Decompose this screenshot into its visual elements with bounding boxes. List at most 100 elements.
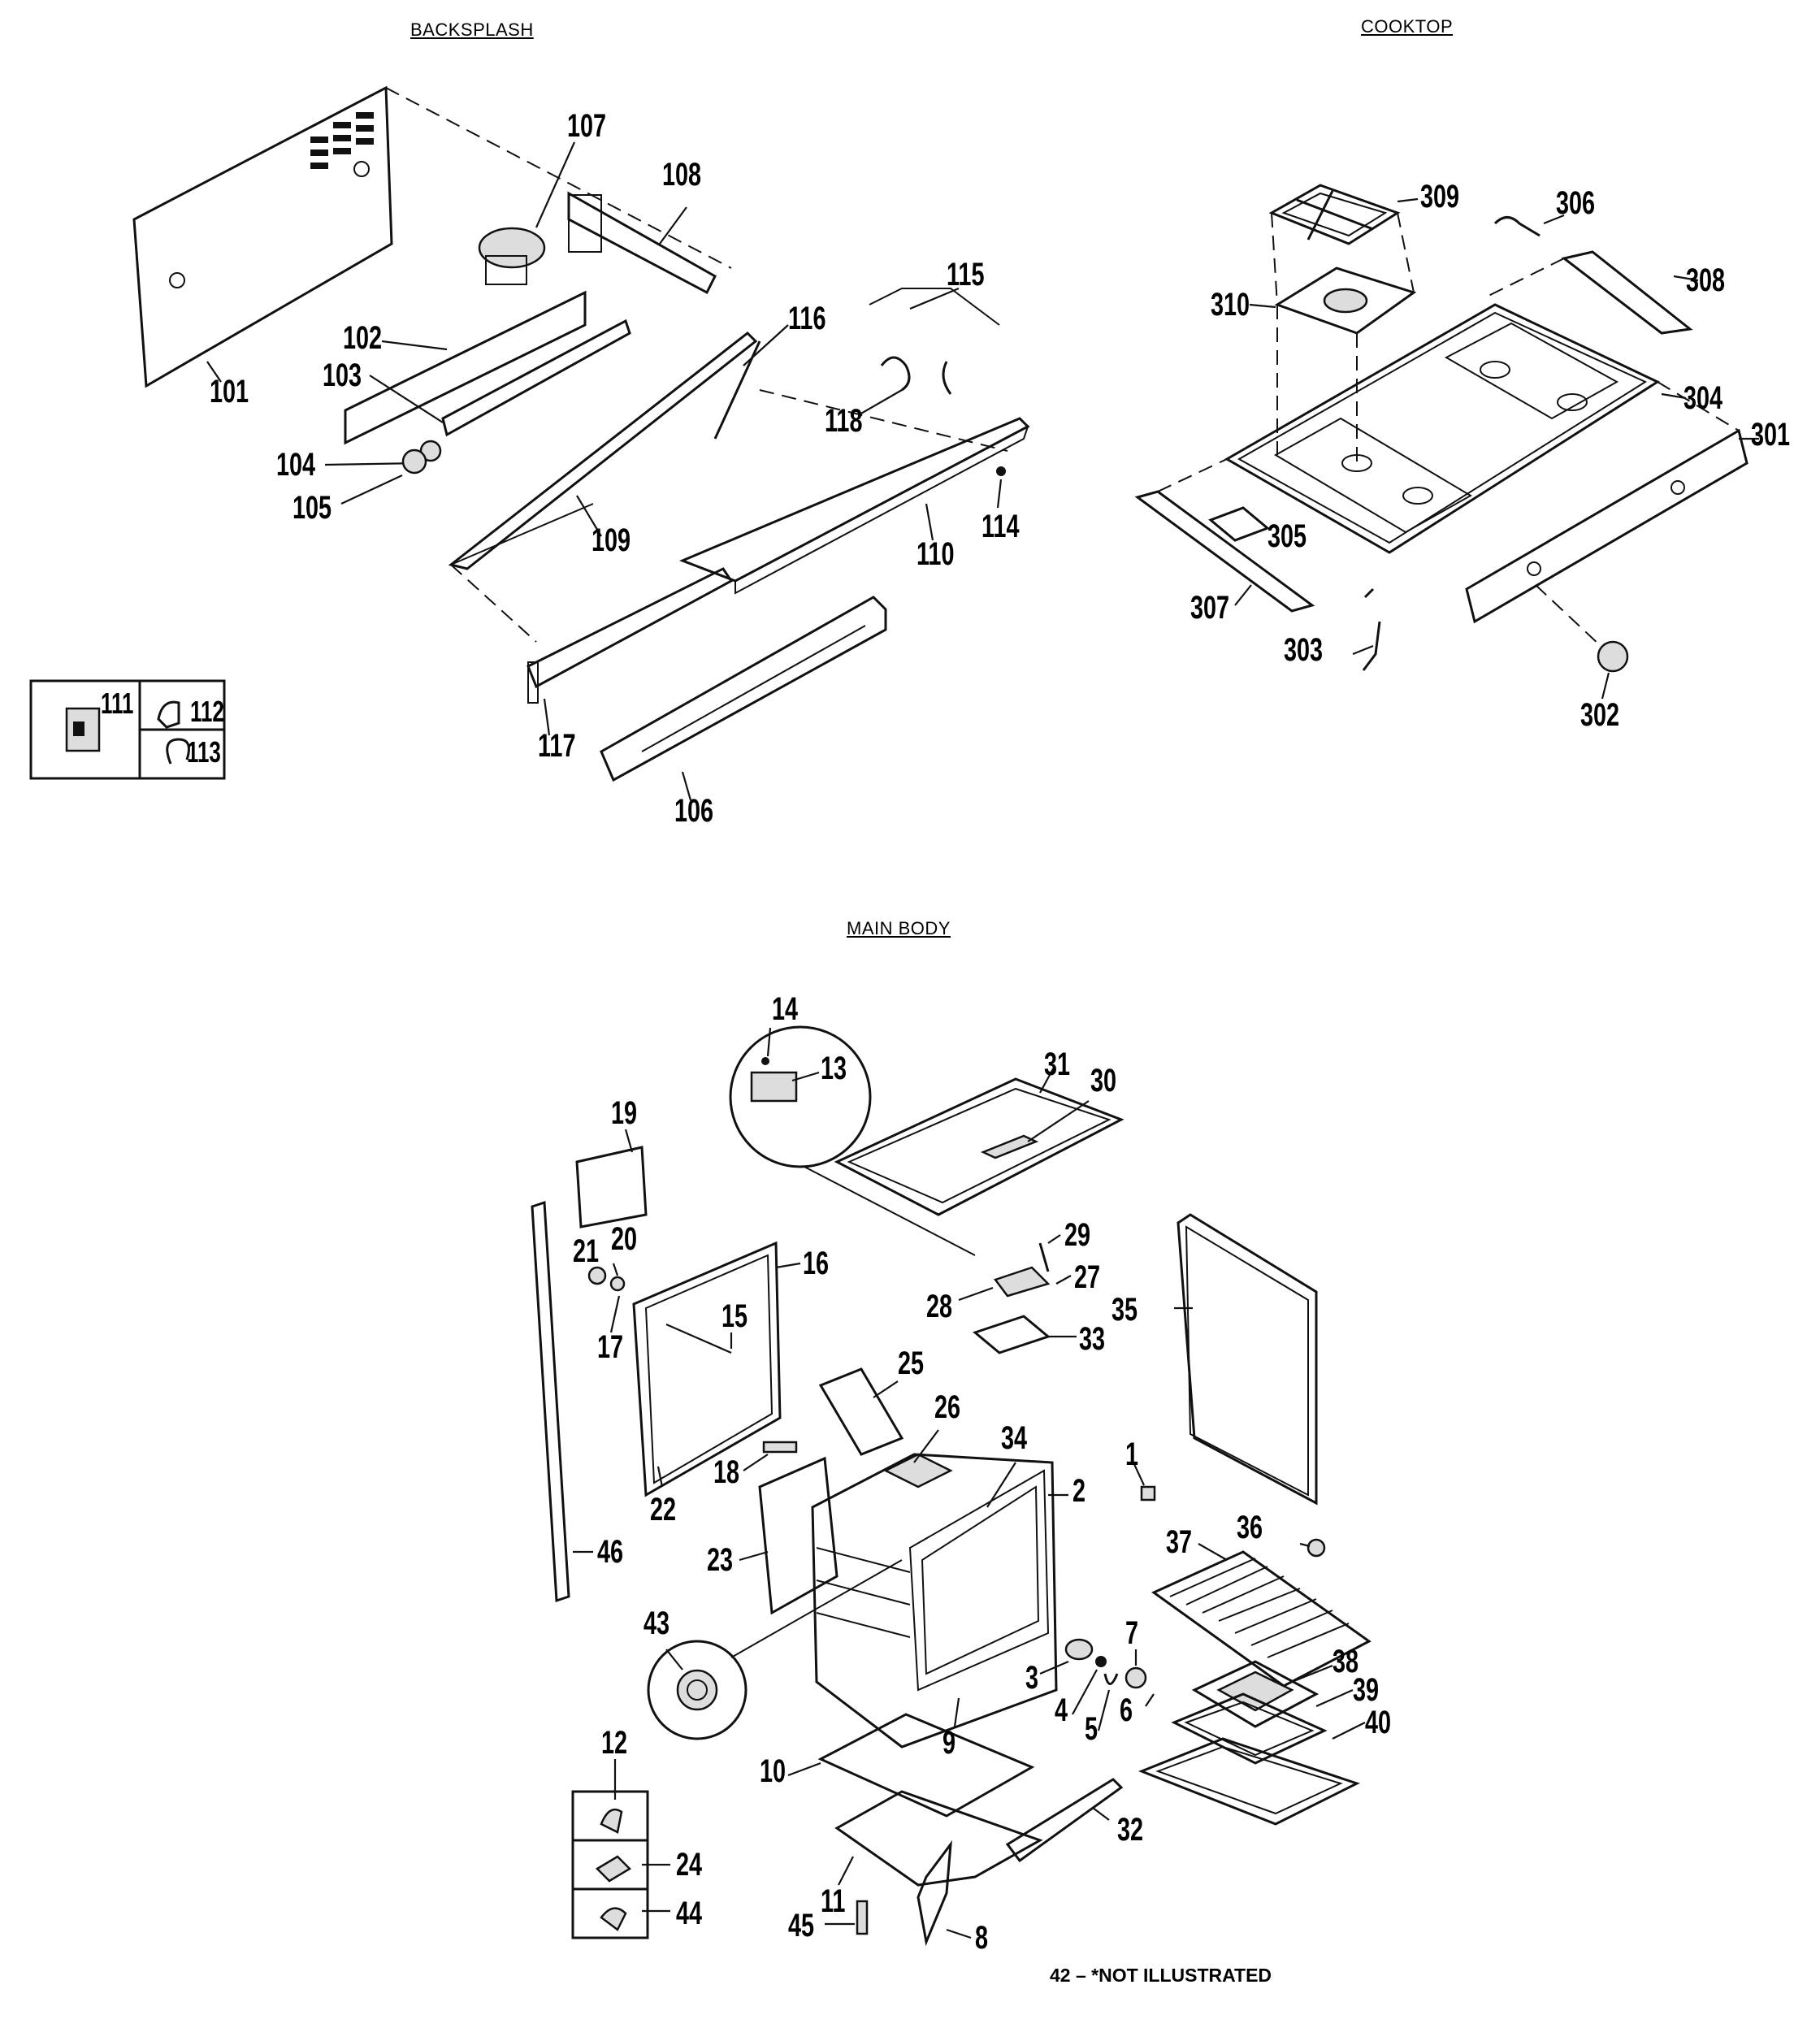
label-32: 32 [1117,1812,1144,1848]
part-22-bracket [656,1466,664,1488]
label-40: 40 [1365,1705,1392,1740]
label-29: 29 [1064,1217,1091,1253]
part-31-top-panel [834,1065,1124,1216]
label-309: 309 [1420,179,1460,214]
label-109: 109 [592,522,631,558]
part-11-drawer [834,1790,1043,1887]
label-45: 45 [788,1908,815,1944]
label-39: 39 [1353,1672,1380,1708]
label-2: 2 [1072,1473,1086,1509]
label-5: 5 [1085,1711,1098,1747]
part-108-bracket [567,191,717,295]
inset-13-14 [729,1025,976,1256]
inset-43 [647,1559,903,1740]
label-44: 44 [676,1896,703,1931]
label-23: 23 [707,1542,734,1578]
part-106-vent-trim [600,596,887,801]
cooktop-group [1134,184,1759,700]
part-45-thermocouple [825,1900,869,1935]
label-113: 113 [187,735,221,769]
label-4: 4 [1055,1692,1068,1728]
part-302-knob [1535,584,1629,700]
part-306-clip [1493,214,1565,237]
part-18-strip [743,1441,798,1471]
part-307-front-trim [1134,458,1315,613]
label-20: 20 [611,1221,638,1257]
section-title-backsplash: BACKSPLASH [410,20,534,40]
part-35-door [1174,1213,1318,1506]
part-103-tube [369,318,631,437]
part-26-baffle [883,1429,953,1488]
label-34: 34 [1001,1420,1028,1456]
label-110: 110 [916,536,955,572]
label-304: 304 [1684,380,1723,416]
part-109-shield [448,332,758,570]
label-11: 11 [821,1883,846,1919]
label-102: 102 [343,320,383,356]
part-36-foot [1299,1538,1326,1558]
label-37: 37 [1166,1524,1193,1560]
label-9: 9 [942,1725,956,1761]
label-21: 21 [573,1233,600,1269]
label-13: 13 [821,1051,847,1086]
label-27: 27 [1074,1259,1101,1295]
label-43: 43 [644,1606,670,1641]
part-23-panel [739,1456,838,1615]
part-310-drip-pan [1249,212,1417,463]
part-5-part [1097,1673,1119,1731]
label-302: 302 [1580,697,1620,733]
part-303-spring [1352,587,1381,671]
footnote-not-illustrated: 42 – *NOT ILLUSTRATED [1050,1965,1272,1986]
part-25-duct [818,1367,904,1456]
label-3: 3 [1025,1660,1039,1696]
part-17-20-21-clips [587,1263,626,1333]
part-101-back-panel [132,85,732,388]
part-19-bracket [575,1129,648,1228]
part-1-knob [1133,1462,1156,1502]
part-29-rod [1038,1234,1061,1272]
section-title-cooktop: COOKTOP [1361,16,1454,37]
label-112: 112 [190,695,224,728]
label-26: 26 [934,1389,961,1425]
inset-111-112-113 [29,679,226,780]
label-305: 305 [1268,518,1307,554]
part-28-valve [958,1266,1051,1302]
leader-101 [206,361,222,383]
part-7-igniter [1124,1649,1147,1689]
part-116-rod [713,324,789,440]
part-110-panel [678,389,1030,595]
label-30: 30 [1090,1063,1117,1098]
part-6-clip [1145,1693,1155,1707]
part-37-rack [1151,1543,1372,1688]
section-title-main-body: MAIN BODY [847,918,951,938]
label-310: 310 [1211,287,1250,323]
label-15: 15 [722,1298,748,1334]
label-18: 18 [713,1454,740,1490]
label-38: 38 [1332,1644,1359,1679]
label-16: 16 [803,1246,830,1281]
label-107: 107 [567,108,607,144]
label-106: 106 [674,793,714,829]
main-body-group [531,1025,1372,1947]
part-309-grate [1268,184,1419,245]
label-301: 301 [1751,417,1791,453]
part-3-burner [1039,1638,1094,1675]
label-28: 28 [926,1289,953,1324]
label-6: 6 [1120,1692,1133,1728]
inset-12-24-44 [571,1759,670,1939]
label-103: 103 [323,358,362,393]
label-104: 104 [276,447,316,483]
part-305-bracket [1208,506,1270,542]
part-16-side-panel [632,1241,801,1497]
label-101: 101 [210,374,249,410]
label-22: 22 [650,1492,677,1528]
label-114: 114 [982,509,1020,544]
backsplash-group [29,85,1030,801]
label-308: 308 [1686,262,1726,298]
part-32-rail [1005,1778,1124,1863]
label-10: 10 [760,1753,786,1789]
label-118: 118 [825,403,863,439]
part-107-blower [478,141,576,285]
label-33: 33 [1079,1321,1106,1357]
